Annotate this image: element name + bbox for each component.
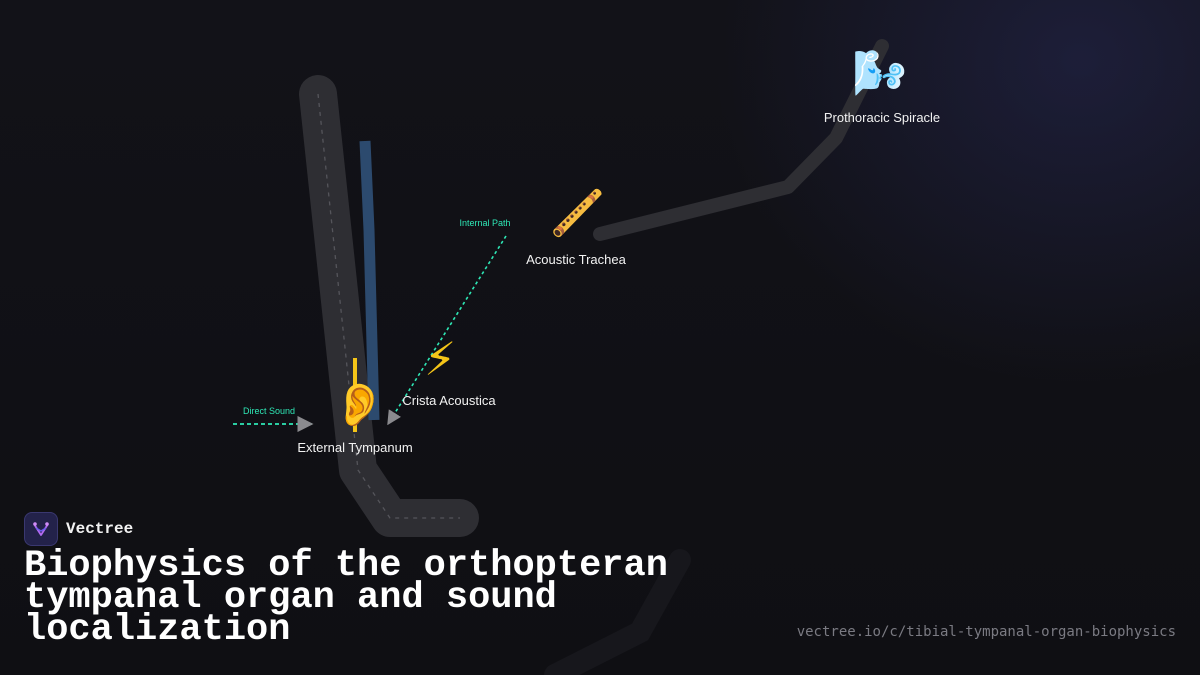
- tracheal-tube: [593, 39, 889, 241]
- brand-name: Vectree: [66, 520, 134, 538]
- trachea-label: Acoustic Trachea: [526, 252, 626, 267]
- spiracle-label: Prothoracic Spiracle: [823, 110, 941, 125]
- brand: Vectree: [24, 512, 133, 546]
- crista-label: Crista Acoustica: [402, 393, 496, 408]
- page-title: Biophysics of the orthopteran tympanal o…: [24, 545, 668, 651]
- auditory-nerve: [359, 140, 380, 421]
- faint-leg-shadow: [544, 549, 691, 675]
- lightning-icon: ⚡: [424, 332, 457, 386]
- internal-path-label: Internal Path: [459, 218, 511, 228]
- direct-sound-label: Direct Sound: [242, 406, 296, 416]
- internal-path-line: [387, 235, 507, 426]
- flute-icon: 🪈: [550, 188, 605, 239]
- tympanum-label: External Tympanum: [297, 440, 413, 455]
- vectree-logo-icon: [24, 512, 58, 546]
- ear-icon: 👂: [333, 380, 386, 429]
- page-url[interactable]: vectree.io/c/tibial-tympanal-organ-bioph…: [796, 624, 1176, 640]
- tibia-leg-centerline: [317, 93, 460, 519]
- wind-face-icon: 🌬️: [852, 48, 907, 99]
